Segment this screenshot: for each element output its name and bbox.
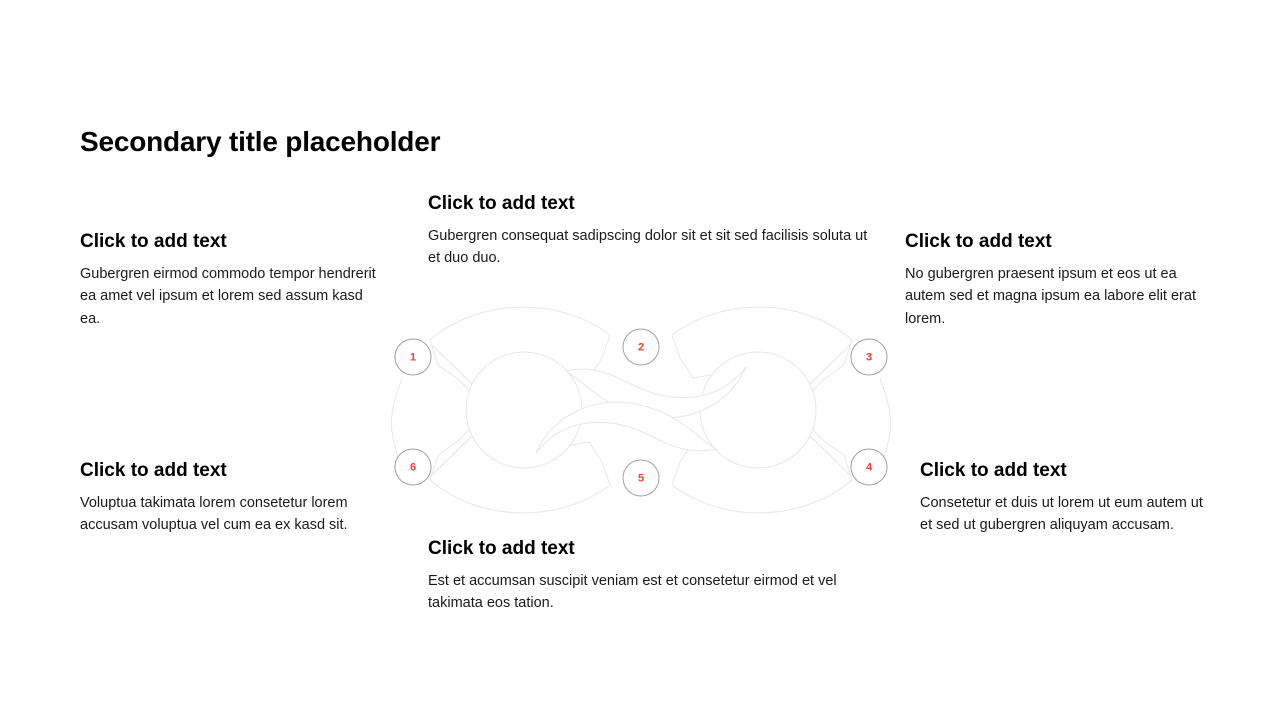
marker-circle: [394, 338, 432, 376]
marker-4[interactable]: 4: [850, 448, 888, 486]
marker-circle: [622, 328, 660, 366]
infinity-loop-diagram[interactable]: 1 2 3 4 5 6: [380, 283, 902, 537]
marker-label: 4: [866, 462, 873, 474]
text-block-heading[interactable]: Click to add text: [428, 193, 575, 214]
hub-right: [699, 351, 817, 469]
text-block-body[interactable]: Gubergren eirmod commodo tempor hendreri…: [80, 265, 376, 327]
marker-circle: [850, 448, 888, 486]
text-block-body[interactable]: Voluptua takimata lorem consetetur lorem…: [80, 494, 348, 534]
text-block-bottom-right[interactable]: Click to add text Consetetur et duis ut …: [920, 460, 1210, 537]
marker-3[interactable]: 3: [850, 338, 888, 376]
page-title[interactable]: Secondary title placeholder: [80, 126, 441, 157]
text-block-top-center[interactable]: Click to add text Gubergren consequat sa…: [428, 193, 873, 270]
text-block-body[interactable]: Est et accumsan suscipit veniam est et c…: [428, 572, 837, 612]
marker-6[interactable]: 6: [394, 448, 432, 486]
marker-1[interactable]: 1: [394, 338, 432, 376]
marker-circle: [850, 338, 888, 376]
text-block-heading[interactable]: Click to add text: [905, 231, 1052, 252]
hub-left: [465, 351, 583, 469]
text-block-body[interactable]: Gubergren consequat sadipscing dolor sit…: [428, 227, 868, 267]
text-block-bottom-left[interactable]: Click to add text Voluptua takimata lore…: [80, 460, 370, 537]
marker-circle: [394, 448, 432, 486]
text-block-heading[interactable]: Click to add text: [428, 538, 575, 559]
ribbon-lower-band: [535, 401, 717, 454]
marker-label: 3: [866, 352, 872, 364]
text-block-body[interactable]: Consetetur et duis ut lorem ut eum autem…: [920, 494, 1203, 534]
text-block-body[interactable]: No gubergren praesent ipsum et eos ut ea…: [905, 265, 1196, 327]
text-block-top-right[interactable]: Click to add text No gubergren praesent …: [905, 231, 1205, 330]
marker-label: 6: [410, 462, 416, 474]
text-block-heading[interactable]: Click to add text: [80, 231, 227, 252]
marker-2[interactable]: 2: [622, 328, 660, 366]
text-block-heading[interactable]: Click to add text: [920, 460, 1067, 481]
infinity-ribbon: [465, 351, 817, 469]
text-block-heading[interactable]: Click to add text: [80, 460, 227, 481]
marker-label: 5: [638, 473, 644, 485]
text-block-bottom-center[interactable]: Click to add text Est et accumsan suscip…: [428, 538, 868, 615]
marker-label: 1: [410, 352, 416, 364]
marker-circle: [622, 459, 660, 497]
marker-5[interactable]: 5: [622, 459, 660, 497]
marker-label: 2: [638, 342, 644, 354]
text-block-top-left[interactable]: Click to add text Gubergren eirmod commo…: [80, 231, 380, 330]
